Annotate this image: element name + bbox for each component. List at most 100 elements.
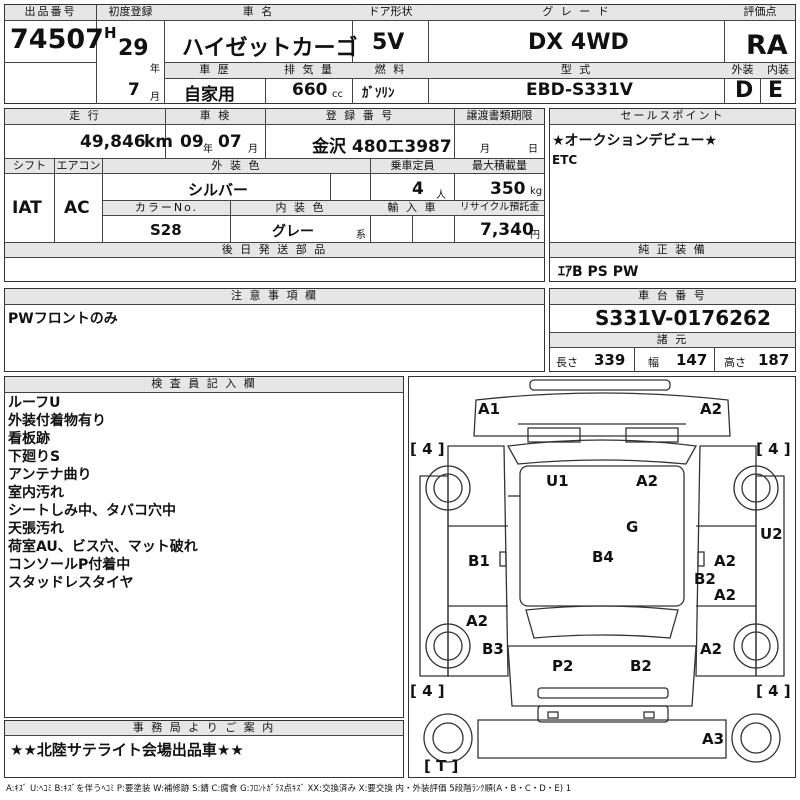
plate-label: 登 録 番 号 (325, 109, 395, 122)
ac: AC (64, 198, 90, 218)
ext-color: シルバー (188, 181, 249, 199)
tire-mark: [ T ] (424, 757, 459, 775)
door-label: ドア形状 (368, 5, 413, 18)
displacement-unit: cc (332, 89, 343, 100)
score: RA (746, 30, 788, 61)
capacity: 4 (412, 179, 424, 199)
insp-month-unit: 月 (248, 144, 258, 155)
note-line: 外装付着物有り (8, 413, 106, 429)
equipment-label: 純 正 装 備 (638, 243, 707, 256)
score-label: 評価点 (743, 5, 777, 18)
damage-code: U1 (546, 472, 569, 490)
int-grade: E (768, 78, 784, 103)
note-line: 看板跡 (8, 431, 50, 447)
tire-mark: [ 4 ] (756, 440, 791, 458)
damage-code: A1 (478, 400, 501, 418)
year-unit: 年 (150, 64, 160, 75)
office-box (4, 720, 404, 778)
mileage-label: 走 行 (69, 109, 101, 122)
first-reg-year: 29 (118, 36, 149, 61)
shift: IAT (12, 198, 42, 218)
lot-no-label: 出品番号 (24, 5, 77, 18)
sales-line-1: ★オークションデビュー★ (552, 133, 718, 149)
insp-year: 09 (180, 132, 204, 152)
capacity-unit: 人 (436, 190, 446, 201)
width: 147 (676, 351, 708, 369)
caution-box (4, 288, 545, 372)
tire-mark: [ 4 ] (410, 682, 445, 700)
length-label: 長さ (556, 356, 578, 369)
damage-code: B4 (592, 548, 614, 566)
ext-grade: D (735, 78, 754, 103)
damage-code: A2 (714, 586, 737, 604)
inspector-notes: ルーフU 外装付着物有り 看板跡 下廻りS アンテナ曲り 室内汚れ シートしみ中… (8, 394, 198, 592)
fuel-label: 燃 料 (374, 63, 407, 76)
note-line: アンテナ曲り (8, 467, 92, 483)
height-label: 高さ (724, 356, 746, 369)
month-unit: 月 (150, 92, 160, 103)
damage-code: A2 (700, 400, 723, 418)
header-block (4, 4, 796, 104)
ext-grade-label: 外装 (731, 63, 754, 76)
max-load: 350 (490, 179, 526, 199)
max-load-label: 最大積載量 (472, 159, 527, 172)
color-no-label: カラーNo. (134, 201, 199, 214)
history-label: 車 歴 (199, 63, 231, 76)
displacement-label: 排 気 量 (284, 63, 334, 76)
note-line: 天張汚れ (8, 521, 64, 537)
sales-point-label: セールスポイント (620, 109, 725, 122)
first-reg-label: 初度登録 (108, 5, 153, 18)
chassis-box (549, 288, 796, 372)
transfer-month-unit: 月 (480, 144, 490, 155)
note-line: ルーフU (8, 395, 61, 411)
max-load-unit: kg (530, 186, 543, 197)
model: EBD-S331V (526, 80, 633, 100)
damage-code: U2 (760, 525, 783, 543)
transfer-label: 譲渡書類期限 (466, 109, 533, 122)
car-name: ハイゼットカーゴ (182, 36, 358, 61)
displacement: 660 (292, 80, 328, 100)
ac-label: エアコン (56, 159, 101, 172)
grade-label: グ レ ー ド (542, 5, 611, 18)
ext-color-label: 外 装 色 (211, 159, 262, 172)
inspection-label: 車 検 (199, 109, 232, 122)
note-line: 荷室AU、ビス穴、マット破れ (8, 539, 198, 555)
damage-code: A2 (466, 612, 489, 630)
note-line: 下廻りS (8, 449, 61, 465)
damage-code: A2 (636, 472, 659, 490)
insp-year-unit: 年 (203, 144, 213, 155)
era: H (104, 24, 117, 42)
caution-label: 注 意 事 項 欄 (231, 289, 318, 302)
note-line: コンソールP付着中 (8, 557, 131, 573)
office-text: ★★北陸サテライト会場出品車★★ (10, 741, 244, 759)
damage-code: A3 (702, 730, 725, 748)
capacity-label: 乗車定員 (390, 159, 435, 172)
sales-line-2: ETC (552, 153, 578, 167)
model-label: 型 式 (560, 63, 593, 76)
recycle: 7,340 (480, 220, 534, 240)
inspector-label: 検 査 員 記 入 欄 (151, 377, 257, 390)
door: 5V (372, 30, 405, 55)
int-color-unit: 系 (356, 230, 366, 241)
mileage-unit: km (144, 132, 174, 152)
history: 自家用 (184, 85, 235, 105)
later-parts-label: 後 日 発 送 部 品 (221, 243, 328, 256)
detail-block (4, 108, 545, 282)
int-grade-label: 内装 (767, 63, 789, 76)
recycle-unit: 円 (530, 230, 540, 241)
sales-point-box (549, 108, 796, 282)
color-no: S28 (150, 221, 182, 239)
first-reg-month: 7 (128, 80, 140, 100)
inspector-box (4, 376, 404, 718)
note-line: スタッドレスタイヤ (8, 575, 134, 591)
damage-code: B2 (630, 657, 652, 675)
equipment: ｴｱB PS PW (558, 264, 639, 280)
int-color-label: 内 装 色 (275, 201, 326, 214)
lot-no: 74507 (10, 24, 104, 55)
plate: 金沢 480エ3987 (312, 137, 452, 157)
transfer-day-unit: 日 (528, 144, 538, 155)
damage-code: A2 (714, 552, 737, 570)
legend: A:ｷｽﾞ U:ﾍｺﾐ B:ｷｽﾞを伴うﾍｺﾐ P:要塗装 W:補修跡 S:錆 … (6, 784, 572, 794)
tire-mark: [ 4 ] (410, 440, 445, 458)
tire-mark: [ 4 ] (756, 682, 791, 700)
